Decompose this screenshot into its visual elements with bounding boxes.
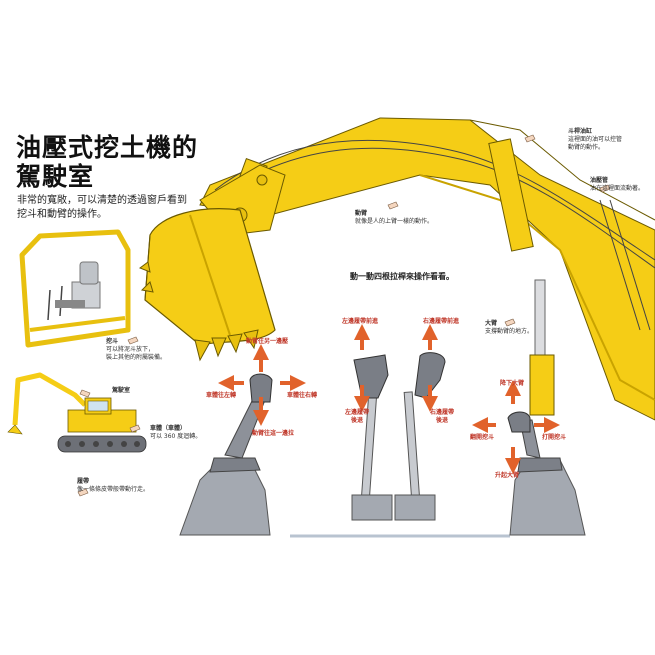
right-lever-arrows bbox=[472, 380, 560, 474]
page-title-line1: 油壓式挖土機的 bbox=[16, 133, 199, 162]
label-bucket: 挖斗 可以將泥斗放下， 裝上其他的附屬裝備。 bbox=[106, 338, 167, 361]
left-lever-arrows bbox=[218, 344, 306, 426]
page-title-line2: 駕駛室 bbox=[16, 162, 95, 191]
label-arm: 大臂 支撐動臂的地方。 bbox=[485, 320, 534, 335]
left-pedal-forward-label: 左邊履帶前進 bbox=[342, 318, 379, 325]
label-bucket-cylinder: 斗桿油缸 這裡面的油可以控管 動臂的動作。 bbox=[568, 128, 623, 151]
pointer-hands bbox=[77, 134, 611, 497]
bucket-cylinder bbox=[488, 138, 555, 416]
label-track: 履帶 像一條條皮帶般帶動行走。 bbox=[77, 478, 150, 493]
controls-heading: 動一動四根拉桿來操作看看。 bbox=[350, 272, 454, 281]
boom-arm bbox=[199, 117, 655, 421]
left-pedal-lever bbox=[351, 354, 393, 521]
left-lever-left-label: 車體往左轉 bbox=[206, 392, 237, 399]
small-excavator bbox=[7, 372, 147, 453]
right-pedal-forward-label: 右邊履帶前進 bbox=[423, 318, 460, 325]
label-hydraulic-hose: 油壓管 油在這裡面流動著。 bbox=[590, 177, 645, 192]
bucket bbox=[138, 208, 276, 362]
right-lever-left-label: 翻開挖斗 bbox=[470, 434, 495, 441]
right-lever bbox=[507, 411, 586, 536]
label-cab: 駕駛室 bbox=[112, 387, 131, 394]
label-boom: 動臂 就像是人的上臂一樣的動作。 bbox=[355, 210, 434, 225]
right-pedal-lever bbox=[394, 352, 446, 521]
left-pedal-back-label: 左邊履帶後退 bbox=[345, 409, 370, 424]
right-lever-right-label: 打開挖斗 bbox=[542, 434, 567, 441]
pedal-arrows bbox=[354, 324, 438, 412]
label-body: 車體（車體） 可以 360 度迴轉。 bbox=[150, 425, 202, 440]
intro-line1: 非常的寬敞，可以清楚的透過窗戶看到 bbox=[17, 195, 187, 206]
right-lever-up-label: 降下大臂 bbox=[500, 380, 525, 387]
right-pedal-back-label: 右邊履帶後退 bbox=[430, 409, 455, 424]
left-lever-down-label: 動臂往這一邊拉 bbox=[252, 430, 295, 437]
right-lever-down-label: 升起大臂 bbox=[495, 472, 520, 479]
intro-line2: 挖斗和動臂的操作。 bbox=[17, 209, 107, 220]
left-lever-up-label: 動臂往另一邊壓 bbox=[246, 338, 289, 345]
left-lever-right-label: 車體往右轉 bbox=[287, 392, 318, 399]
cab-illustration bbox=[19, 229, 131, 348]
hydraulic-hoses bbox=[214, 139, 655, 331]
